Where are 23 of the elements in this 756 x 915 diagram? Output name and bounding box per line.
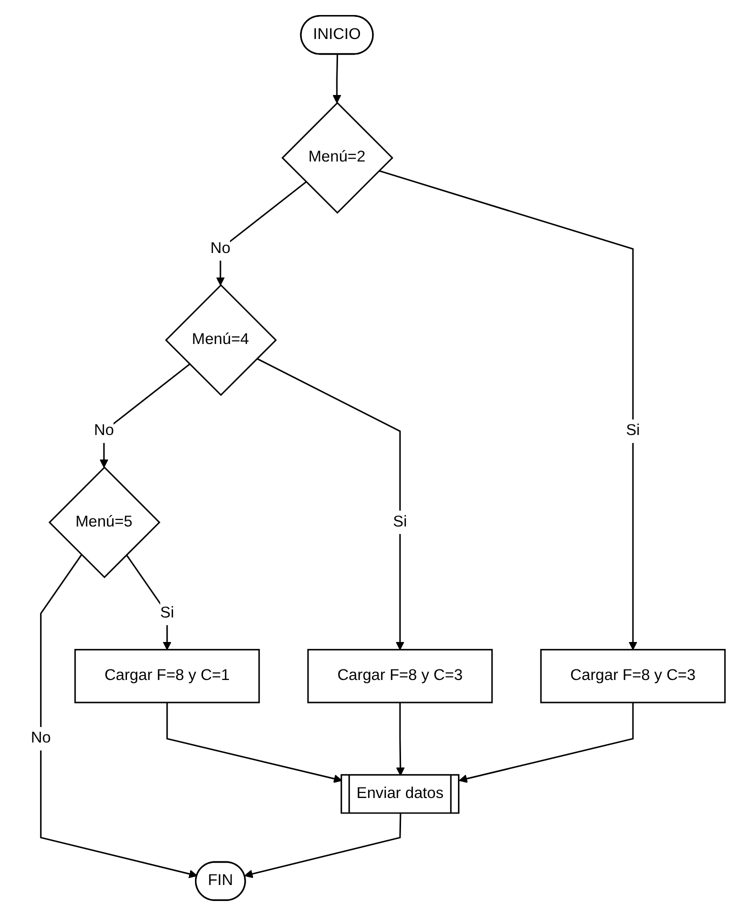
arrow (40, 554, 198, 878)
edge-label: Si (393, 513, 408, 530)
arrow (458, 702, 634, 782)
arrow (396, 702, 405, 776)
node-diamond: Menú=2 (282, 101, 394, 214)
arrow (244, 813, 402, 878)
arrow (126, 554, 172, 650)
arrow (166, 702, 342, 782)
node-diamond: Menú=5 (48, 466, 160, 578)
edge-label: No (94, 422, 114, 439)
arrow (378, 170, 638, 650)
node-diamond: Menú=4 (165, 284, 277, 396)
edge-label: Si (160, 604, 174, 621)
arrow (256, 357, 404, 650)
edge-label: No (30, 729, 51, 746)
node-box: Cargar F=8 y C=3 (540, 648, 726, 703)
arrow (216, 180, 307, 286)
edge-label: Si (626, 422, 640, 439)
arrow (100, 363, 190, 468)
arrow (332, 54, 342, 103)
node-box: Cargar F=8 y C=1 (74, 648, 260, 703)
node-box: Cargar F=8 y C=3 (307, 648, 493, 703)
edge-label: No (210, 240, 231, 256)
